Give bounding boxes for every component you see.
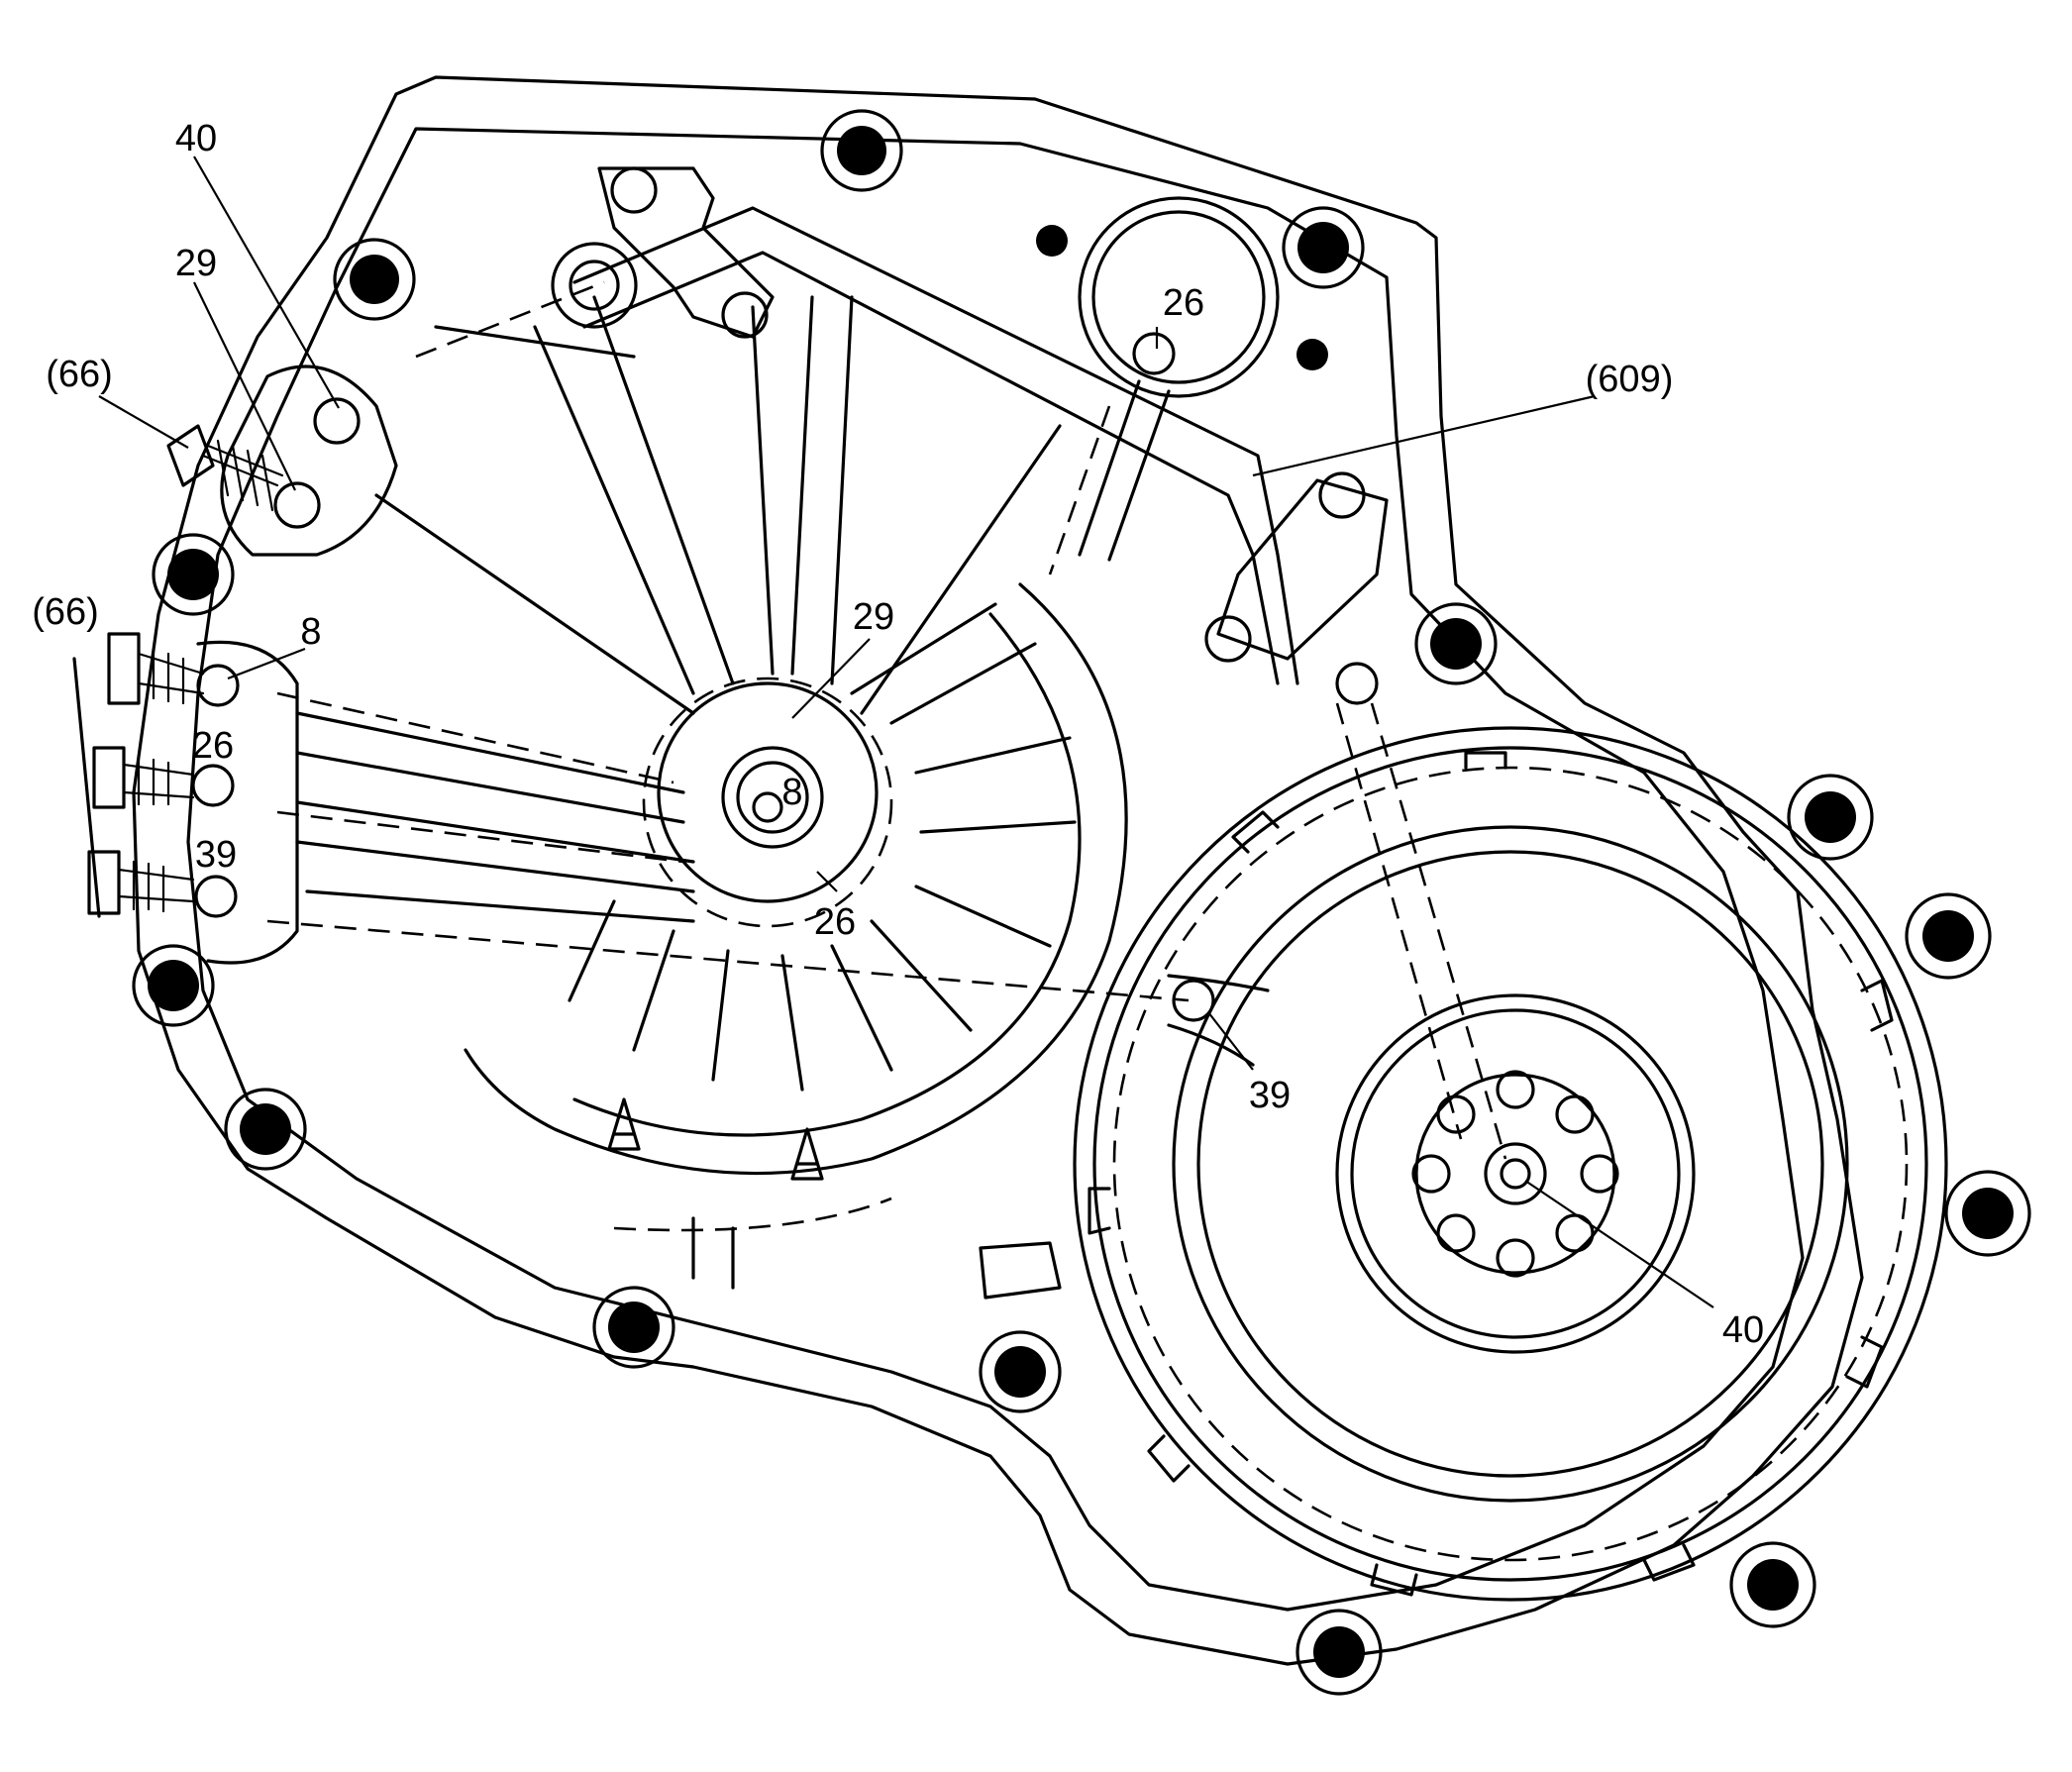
callout-66-upper: (66) — [46, 354, 113, 395]
oil-passages — [1167, 662, 1507, 1160]
center-hub — [464, 582, 1128, 1176]
callout-66-lower: (66) — [32, 591, 99, 633]
callout-39-right: 39 — [1249, 1075, 1291, 1116]
upper-frame — [266, 206, 1299, 1002]
callout-40-top: 40 — [175, 118, 217, 159]
callout-26-top: 26 — [1163, 282, 1204, 324]
callout-609: (609) — [1586, 359, 1674, 400]
lower-case — [613, 1197, 1062, 1300]
accumulator-top — [1048, 196, 1280, 575]
leader-lines — [98, 156, 1714, 1308]
callout-8-left: 8 — [300, 611, 321, 653]
callout-29-top: 29 — [175, 243, 217, 284]
top-bracket — [597, 166, 775, 339]
left-port-block — [191, 365, 398, 965]
callout-26-left: 26 — [192, 725, 234, 767]
left-bolts — [72, 424, 284, 918]
right-bracket — [1204, 471, 1389, 663]
callout-29-center: 29 — [853, 596, 894, 638]
callout-8-center: 8 — [781, 772, 802, 813]
callout-40-right: 40 — [1722, 1309, 1764, 1351]
case-bolt-holes — [132, 109, 2031, 1696]
callout-labels: 40 29 (66) (66) 8 26 39 26 (609) 29 8 26… — [32, 118, 1764, 1351]
arrow-marks — [607, 1097, 824, 1181]
drum-hub — [1335, 993, 1696, 1354]
clutch-drum — [1073, 726, 1948, 1602]
callout-26-center: 26 — [814, 901, 856, 943]
callout-39-left: 39 — [195, 834, 237, 876]
